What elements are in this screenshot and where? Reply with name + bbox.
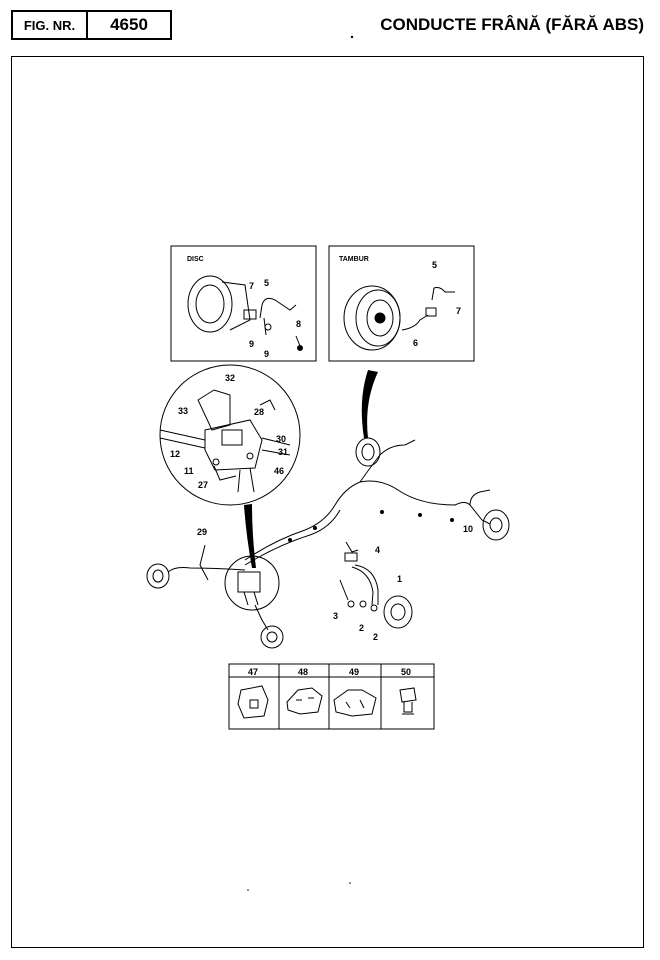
figure-number-box: FIG. NR. 4650 — [11, 10, 172, 40]
callout-drum-7: 7 — [456, 306, 461, 316]
disc-label: DISC — [187, 256, 204, 263]
callout-3: 3 — [333, 611, 338, 621]
callout-30: 30 — [276, 434, 286, 444]
clip-48-label: 48 — [298, 667, 308, 677]
rear-right-disc — [482, 509, 510, 541]
clip-47-part — [237, 685, 269, 719]
callout-12: 12 — [170, 449, 180, 459]
callout-28: 28 — [254, 407, 264, 417]
front-left-hub — [146, 563, 170, 589]
callout-drum-5: 5 — [432, 260, 437, 270]
callout-27: 27 — [198, 480, 208, 490]
pointer-drum — [361, 370, 378, 438]
callout-31: 31 — [278, 447, 288, 457]
callout-drum-6: 6 — [413, 338, 418, 348]
rear-drum-wheel — [355, 437, 381, 467]
clips-table: 47 48 49 50 — [228, 663, 435, 730]
callout-4: 4 — [375, 545, 380, 555]
master-cylinder-detail: 32 33 28 30 31 12 11 27 46 — [159, 364, 301, 506]
clip-47-label: 47 — [248, 667, 258, 677]
clip-48-part — [286, 687, 323, 715]
callout-2b: 2 — [373, 632, 378, 642]
callout-2a: 2 — [359, 623, 364, 633]
diagram-frame — [11, 56, 644, 948]
callout-33: 33 — [178, 406, 188, 416]
drum-brake-assembly — [343, 285, 455, 351]
callout-disc-9b: 9 — [264, 349, 269, 359]
disc-brake-assembly — [187, 275, 303, 351]
callout-11: 11 — [184, 466, 194, 476]
clip-49-label: 49 — [349, 667, 359, 677]
flex-hose-assembly — [339, 541, 413, 629]
callout-disc-5: 5 — [264, 278, 269, 288]
callout-disc-9a: 9 — [249, 339, 254, 349]
callout-32: 32 — [225, 373, 235, 383]
callout-1: 1 — [397, 574, 402, 584]
figure-number: 4650 — [110, 15, 148, 34]
clip-49-part — [333, 689, 377, 717]
page-title: CONDUCTE FRÂNĂ (FĂRĂ ABS) — [380, 15, 644, 34]
drum-label: TAMBUR — [339, 256, 369, 263]
callout-46: 46 — [274, 466, 284, 476]
callout-29: 29 — [197, 527, 207, 537]
callout-disc-8: 8 — [296, 319, 301, 329]
drum-inset: TAMBUR 5 7 6 — [328, 245, 475, 362]
figure-label: FIG. NR. — [13, 12, 88, 38]
abs-module-detail — [224, 555, 280, 611]
clip-50-part — [399, 687, 417, 715]
disc-inset: DISC 7 5 8 9 9 — [170, 245, 317, 362]
callout-10: 10 — [463, 524, 473, 534]
pointer-master-cylinder — [244, 504, 256, 568]
callout-disc-7: 7 — [249, 281, 254, 291]
clip-50-label: 50 — [401, 667, 411, 677]
front-right-disc — [260, 625, 284, 649]
brake-line-routing — [167, 439, 491, 631]
